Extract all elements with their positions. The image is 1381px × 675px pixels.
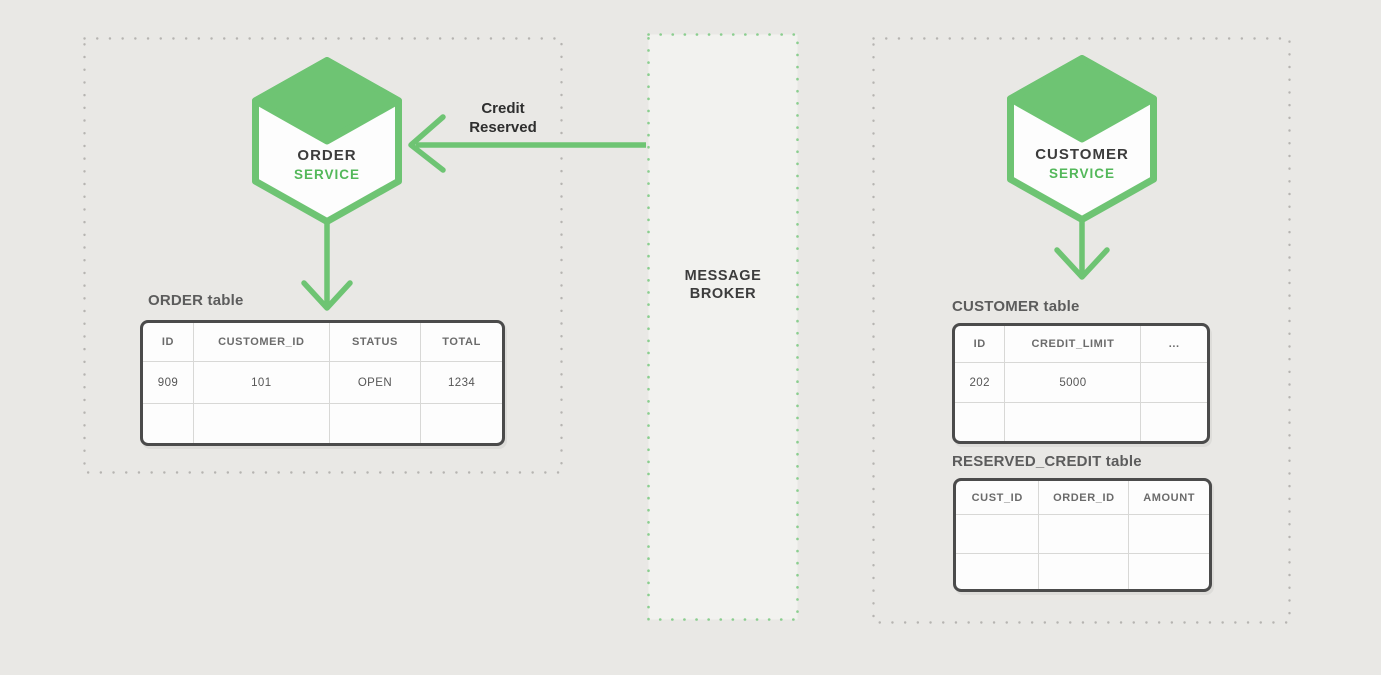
service-type: SERVICE	[293, 167, 361, 182]
credit-reserved-label: Credit Reserved	[438, 99, 568, 137]
column-header: CREDIT_LIMIT	[1005, 326, 1142, 363]
table-cell	[1039, 554, 1130, 589]
column-header: CUSTOMER_ID	[193, 323, 330, 362]
customer-table-label: CUSTOMER table	[952, 298, 1080, 315]
order-service-label: ORDER SERVICE	[252, 147, 402, 182]
table-cell: 909	[143, 362, 194, 404]
reserved-credit-table-label: RESERVED_CREDIT table	[952, 453, 1142, 470]
table-header-row: CUST_ID ORDER_ID AMOUNT	[956, 481, 1209, 515]
table-cell	[1005, 403, 1142, 441]
message-broker-label: MESSAGE BROKER	[648, 267, 798, 303]
table-cell: 1234	[421, 362, 502, 404]
table-cell: OPEN	[329, 362, 422, 404]
reserved-credit-table: CUST_ID ORDER_ID AMOUNT	[953, 478, 1212, 592]
column-header: CUST_ID	[956, 481, 1040, 515]
order-table-arrow-icon	[301, 222, 353, 311]
table-cell	[956, 554, 1040, 589]
table-cell: 101	[193, 362, 330, 404]
table-cell	[956, 515, 1040, 554]
column-header: ID	[143, 323, 194, 362]
column-header: ID	[955, 326, 1006, 363]
customer-service-label: CUSTOMER SERVICE	[1007, 146, 1157, 181]
column-header: ...	[1141, 326, 1207, 363]
service-type: SERVICE	[1048, 166, 1116, 181]
customer-service-hexagon-icon	[1007, 55, 1157, 223]
column-header: TOTAL	[421, 323, 502, 362]
table-row	[143, 404, 502, 443]
broker-line-2: BROKER	[689, 286, 757, 302]
message-broker-boundary	[647, 33, 799, 621]
service-name: CUSTOMER	[1035, 146, 1129, 163]
table-cell	[1039, 515, 1130, 554]
table-row: 202 5000	[955, 363, 1207, 403]
table-cell	[1129, 515, 1209, 554]
table-cell: 5000	[1005, 363, 1142, 403]
table-cell	[1129, 554, 1209, 589]
column-header: ORDER_ID	[1039, 481, 1130, 515]
column-header: STATUS	[329, 323, 422, 362]
table-cell	[330, 404, 422, 443]
order-table-label: ORDER table	[148, 292, 244, 309]
service-name: ORDER	[297, 147, 357, 164]
table-row	[955, 403, 1207, 441]
event-line-1: Credit	[481, 100, 525, 117]
column-header: AMOUNT	[1129, 481, 1209, 515]
customer-table: ID CREDIT_LIMIT ... 202 5000	[952, 323, 1210, 444]
table-cell	[1141, 403, 1207, 441]
order-service-hexagon-icon	[252, 57, 402, 225]
table-header-row: ID CREDIT_LIMIT ...	[955, 326, 1207, 363]
customer-table-arrow-icon	[1054, 220, 1110, 280]
table-header-row: ID CUSTOMER_ID STATUS TOTAL	[143, 323, 502, 362]
table-cell	[955, 403, 1006, 441]
table-cell: 202	[955, 363, 1006, 403]
broker-line-1: MESSAGE	[684, 268, 762, 284]
order-table: ID CUSTOMER_ID STATUS TOTAL 909 101 OPEN…	[140, 320, 505, 446]
table-cell	[143, 404, 194, 443]
table-row	[956, 515, 1209, 554]
table-cell	[421, 404, 502, 443]
table-row	[956, 554, 1209, 589]
credit-reserved-arrow-icon	[408, 114, 646, 173]
table-cell	[194, 404, 330, 443]
event-line-2: Reserved	[469, 119, 537, 136]
table-row: 909 101 OPEN 1234	[143, 362, 502, 404]
table-cell	[1141, 363, 1207, 403]
